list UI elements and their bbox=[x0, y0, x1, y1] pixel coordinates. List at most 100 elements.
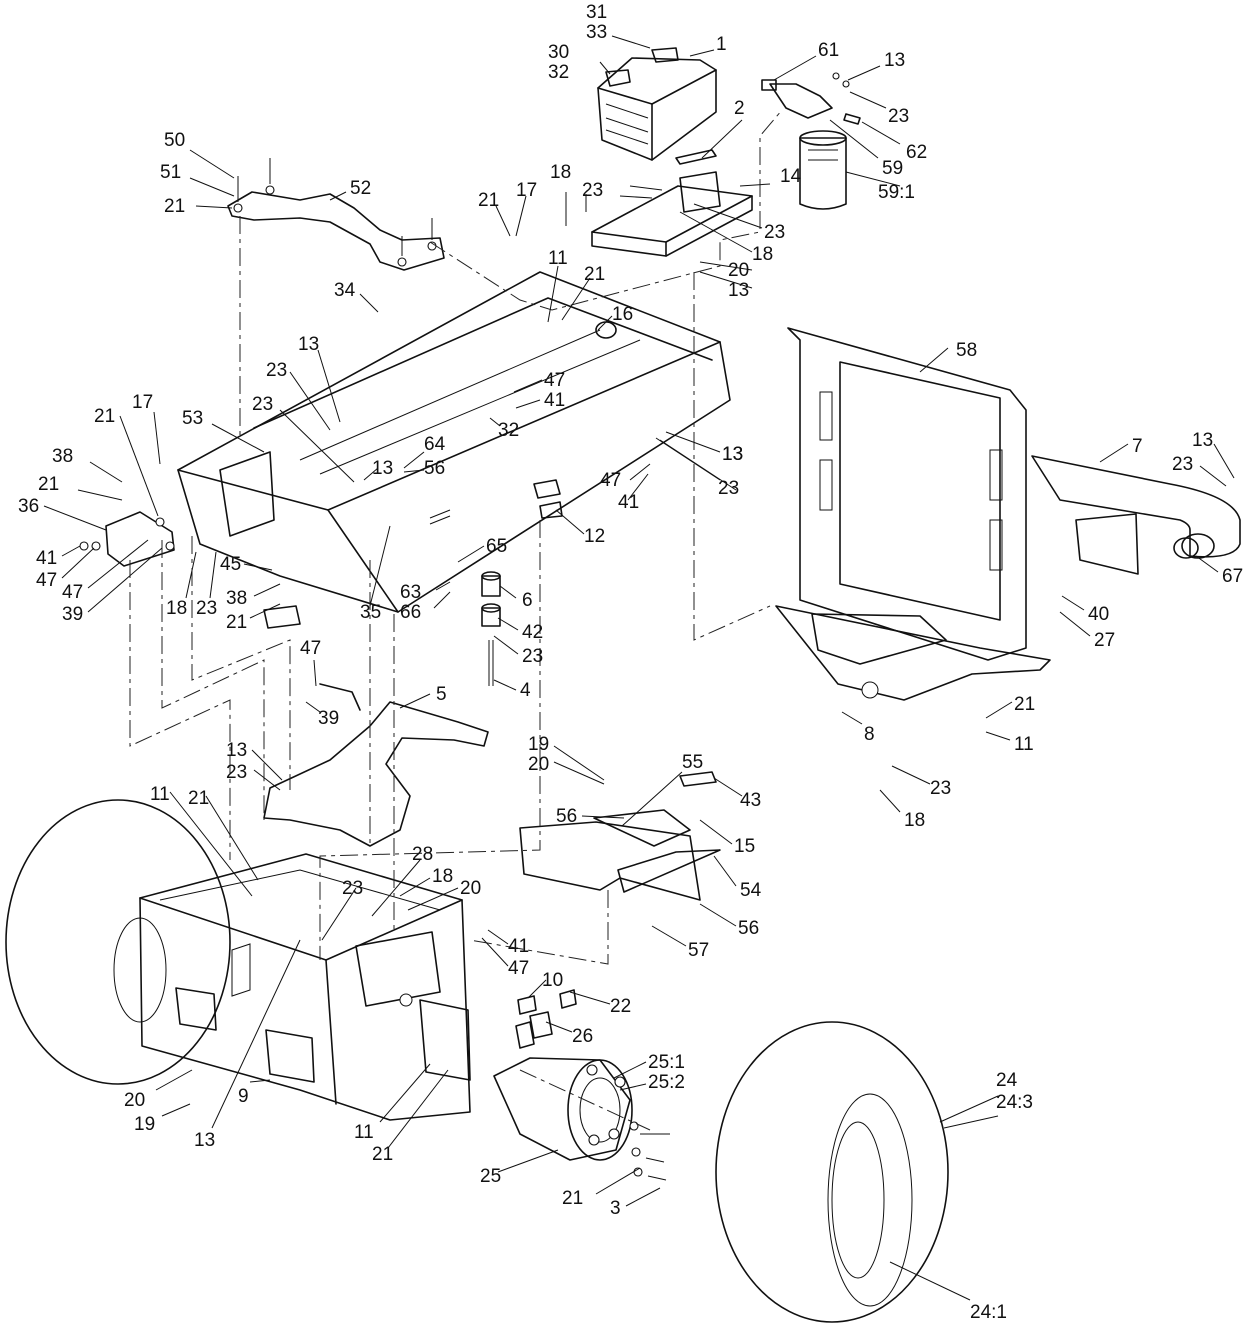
shield-bracket bbox=[519, 771, 721, 901]
callout-3: 3 bbox=[610, 1198, 621, 1219]
callout-54: 54 bbox=[740, 880, 762, 901]
callout-18: 18 bbox=[432, 866, 453, 887]
callout-13: 13 bbox=[226, 740, 247, 761]
rear-tire-right bbox=[715, 1021, 949, 1323]
callout-18: 18 bbox=[550, 162, 571, 183]
callout-20: 20 bbox=[528, 754, 549, 775]
callout-53: 53 bbox=[182, 408, 203, 429]
callout-14: 14 bbox=[780, 166, 802, 187]
callout-45: 45 bbox=[220, 554, 241, 575]
callout-63: 63 bbox=[400, 582, 421, 603]
callout-56: 56 bbox=[556, 806, 577, 827]
callout-21: 21 bbox=[372, 1144, 393, 1165]
callout-41: 41 bbox=[618, 492, 639, 513]
wheel-motor bbox=[493, 989, 633, 1161]
callout-24: 24 bbox=[996, 1070, 1018, 1091]
callout-19: 19 bbox=[528, 734, 549, 755]
callout-13: 13 bbox=[884, 50, 905, 71]
callout-23: 23 bbox=[1172, 454, 1193, 475]
callout-52: 52 bbox=[350, 178, 371, 199]
callout-9: 9 bbox=[238, 1086, 249, 1107]
callout-30: 30 bbox=[548, 42, 569, 63]
assembly-centerlines bbox=[129, 109, 783, 1131]
callout-23: 23 bbox=[764, 222, 785, 243]
callout-23: 23 bbox=[266, 360, 287, 381]
callout-25-2: 25:2 bbox=[648, 1072, 685, 1093]
callout-40: 40 bbox=[1088, 604, 1109, 625]
callout-34: 34 bbox=[334, 280, 356, 301]
axle-frame bbox=[139, 853, 471, 1121]
callout-17: 17 bbox=[516, 180, 537, 201]
callout-13: 13 bbox=[1192, 430, 1213, 451]
callout-41: 41 bbox=[36, 548, 57, 569]
callout-64: 64 bbox=[424, 434, 446, 455]
callout-23: 23 bbox=[252, 394, 273, 415]
callout-11: 11 bbox=[354, 1122, 374, 1143]
fuel-filter-assembly bbox=[761, 72, 861, 210]
battery bbox=[597, 47, 717, 161]
callout-20: 20 bbox=[124, 1090, 145, 1111]
callout-7: 7 bbox=[1132, 436, 1143, 457]
rear-tire-left bbox=[5, 799, 231, 1085]
callout-4: 4 bbox=[520, 680, 531, 701]
callout-23: 23 bbox=[522, 646, 543, 667]
callout-21: 21 bbox=[226, 612, 247, 633]
callout-51: 51 bbox=[160, 162, 181, 183]
callout-15: 15 bbox=[734, 836, 755, 857]
callout-20: 20 bbox=[728, 260, 749, 281]
callout-26: 26 bbox=[572, 1026, 593, 1047]
callout-23: 23 bbox=[226, 762, 247, 783]
callout-21: 21 bbox=[94, 406, 115, 427]
callout-1: 1 bbox=[716, 34, 727, 55]
callout-28: 28 bbox=[412, 844, 433, 865]
callout-20: 20 bbox=[460, 878, 481, 899]
callout-23: 23 bbox=[888, 106, 909, 127]
callout-65: 65 bbox=[486, 536, 507, 557]
callout-32: 32 bbox=[498, 420, 519, 441]
callout-12: 12 bbox=[584, 526, 605, 547]
callout-18: 18 bbox=[752, 244, 773, 265]
callout-13: 13 bbox=[298, 334, 319, 355]
callout-47: 47 bbox=[544, 370, 565, 391]
callout-23: 23 bbox=[196, 598, 217, 619]
callout-36: 36 bbox=[18, 496, 39, 517]
callout-8: 8 bbox=[864, 724, 875, 745]
wheel-bolts bbox=[629, 1121, 670, 1181]
callout-13: 13 bbox=[722, 444, 743, 465]
callout-56: 56 bbox=[738, 918, 759, 939]
callout-35: 35 bbox=[360, 602, 381, 623]
callout-21: 21 bbox=[478, 190, 499, 211]
callout-47: 47 bbox=[508, 958, 529, 979]
callout-66: 66 bbox=[400, 602, 421, 623]
callout-67: 67 bbox=[1222, 566, 1243, 587]
callout-23: 23 bbox=[930, 778, 951, 799]
callout-25: 25 bbox=[480, 1166, 501, 1187]
callout-21: 21 bbox=[562, 1188, 583, 1209]
callout-21: 21 bbox=[1014, 694, 1035, 715]
muffler bbox=[1031, 455, 1241, 575]
callout-24-1: 24:1 bbox=[970, 1302, 1007, 1323]
callout-57: 57 bbox=[688, 940, 709, 961]
callout-2: 2 bbox=[734, 98, 745, 119]
upper-bracket bbox=[227, 158, 445, 271]
seat-plate bbox=[775, 327, 1051, 701]
callout-39: 39 bbox=[62, 604, 83, 625]
callout-47: 47 bbox=[62, 582, 83, 603]
callout-59: 59 bbox=[882, 158, 903, 179]
lower-bracket bbox=[263, 683, 489, 847]
callout-23: 23 bbox=[582, 180, 603, 201]
callout-25-1: 25:1 bbox=[648, 1052, 685, 1073]
leader-lines bbox=[43, 35, 1235, 1301]
callout-11: 11 bbox=[1014, 734, 1034, 755]
callout-18: 18 bbox=[166, 598, 187, 619]
callout-10: 10 bbox=[542, 970, 563, 991]
callout-5: 5 bbox=[436, 684, 447, 705]
callout-13: 13 bbox=[728, 280, 749, 301]
callout-39: 39 bbox=[318, 708, 339, 729]
callout-21: 21 bbox=[164, 196, 185, 217]
callout-41: 41 bbox=[544, 390, 565, 411]
callout-24-3: 24:3 bbox=[996, 1092, 1033, 1113]
callout-18: 18 bbox=[904, 810, 925, 831]
callout-38: 38 bbox=[226, 588, 247, 609]
